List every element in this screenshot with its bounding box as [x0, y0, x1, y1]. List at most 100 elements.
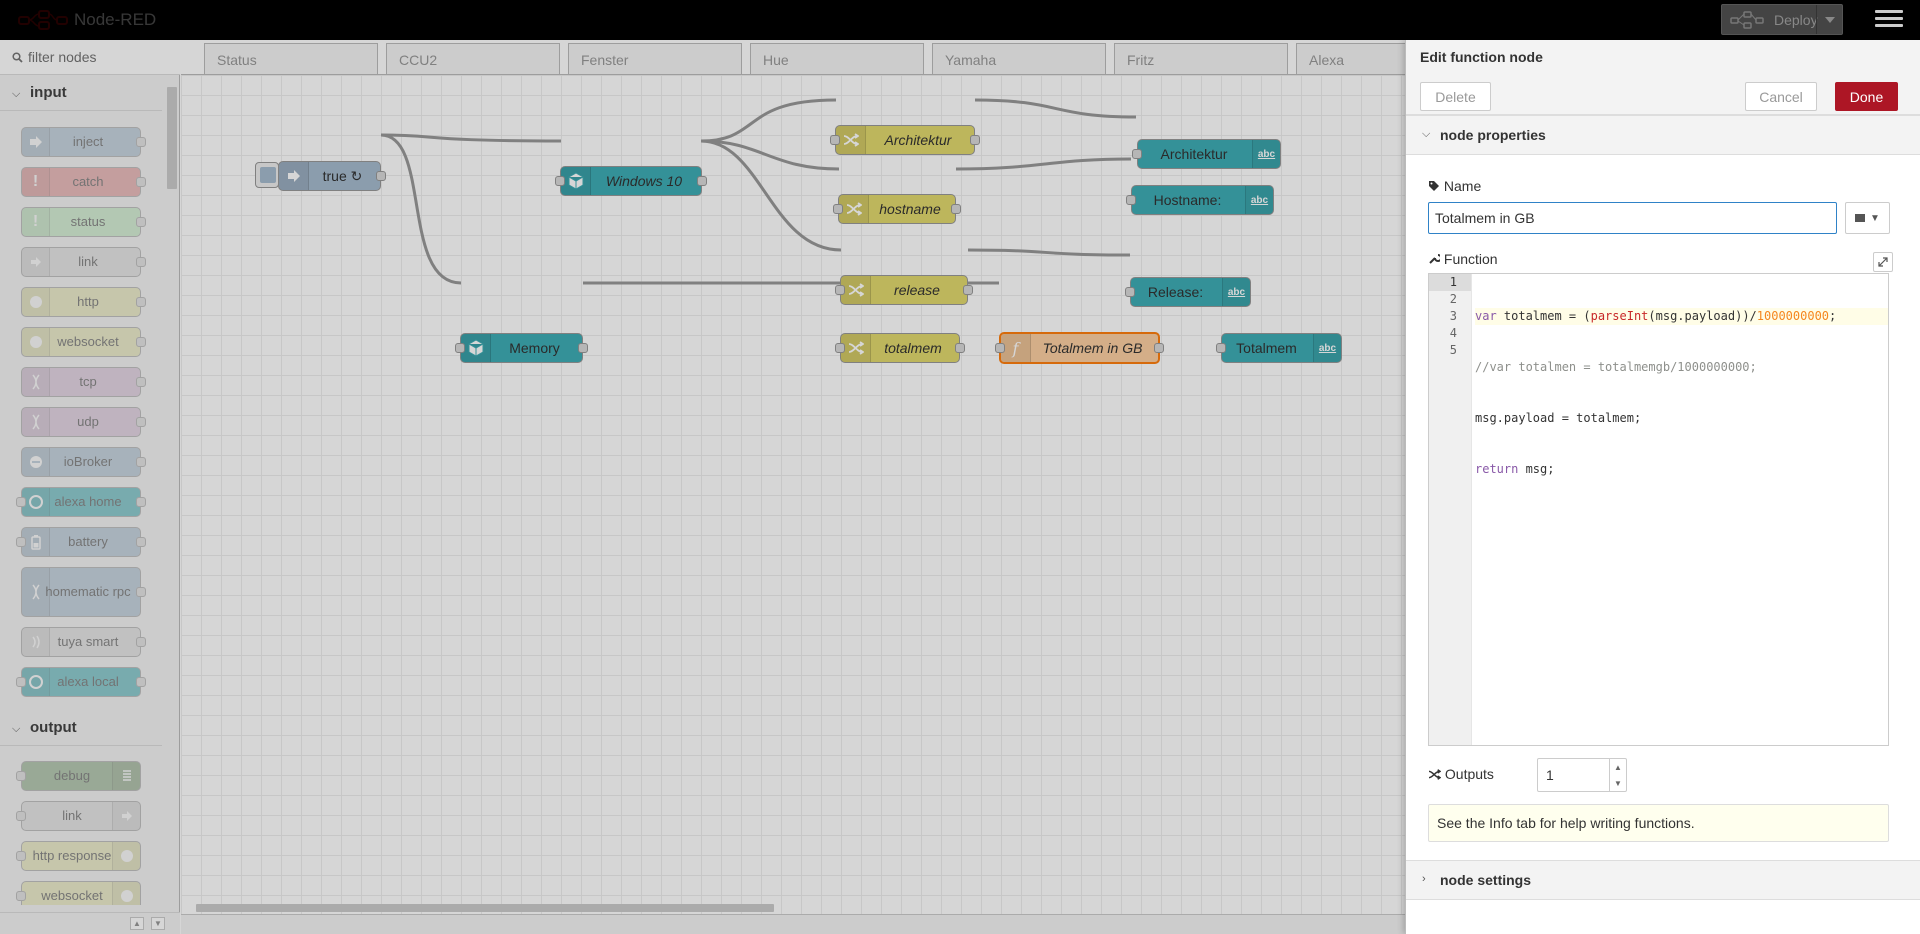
flow-node-ui-hostname[interactable]: Hostname: abc: [1126, 185, 1274, 215]
palette-node-catch[interactable]: ! catch: [21, 167, 146, 197]
tab-hue[interactable]: Hue: [750, 43, 924, 74]
palette-node-udp[interactable]: udp: [21, 407, 146, 437]
icon-picker-button[interactable]: ▼: [1845, 202, 1890, 234]
name-input[interactable]: [1428, 202, 1837, 234]
deploy-dropdown-button[interactable]: [1816, 5, 1842, 34]
input-port[interactable]: [1125, 287, 1135, 297]
input-port[interactable]: [1216, 343, 1226, 353]
flow-node-ui-totalmem[interactable]: Totalmem abc: [1216, 333, 1342, 363]
palette-node-http[interactable]: http: [21, 287, 146, 317]
output-port[interactable]: [951, 204, 961, 214]
output-port[interactable]: [1154, 343, 1164, 353]
input-port[interactable]: [995, 343, 1005, 353]
palette-node-http-response[interactable]: http response: [16, 841, 141, 871]
input-port[interactable]: [1132, 149, 1142, 159]
flow-node-ui-release[interactable]: Release: abc: [1125, 277, 1251, 307]
flow-node-release[interactable]: release: [835, 275, 973, 305]
output-port[interactable]: [136, 497, 146, 507]
input-port[interactable]: [455, 343, 465, 353]
output-port[interactable]: [136, 257, 146, 267]
input-port[interactable]: [16, 677, 26, 687]
input-port[interactable]: [1126, 195, 1136, 205]
output-port[interactable]: [136, 377, 146, 387]
spinner-up-icon[interactable]: ▲: [1614, 762, 1622, 772]
tab-yamaha[interactable]: Yamaha: [932, 43, 1106, 74]
flow-node-inject-true[interactable]: true ↻: [278, 161, 386, 191]
deploy-button[interactable]: Deploy: [1721, 4, 1843, 35]
output-port[interactable]: [136, 177, 146, 187]
scrollbar-thumb[interactable]: [196, 904, 774, 912]
palette-node-websocket-out[interactable]: websocket: [16, 881, 141, 905]
code-text[interactable]: var totalmem = (parseInt(msg.payload))/1…: [1475, 274, 1888, 563]
done-button[interactable]: Done: [1835, 82, 1898, 111]
canvas-horizontal-scrollbar[interactable]: [181, 902, 1405, 914]
input-port[interactable]: [16, 851, 26, 861]
main-menu-button[interactable]: [1875, 10, 1903, 30]
tab-fenster[interactable]: Fenster: [568, 43, 742, 74]
tab-alexa[interactable]: Alexa: [1296, 43, 1405, 74]
category-output[interactable]: ⌵ output: [0, 710, 162, 746]
filter-nodes-input[interactable]: [26, 46, 166, 68]
palette-node-link-out[interactable]: link: [16, 801, 141, 831]
input-port[interactable]: [833, 204, 843, 214]
palette-node-iobroker[interactable]: ioBroker: [21, 447, 146, 477]
output-port[interactable]: [136, 537, 146, 547]
tab-fritz[interactable]: Fritz: [1114, 43, 1288, 74]
cancel-button[interactable]: Cancel: [1745, 82, 1817, 111]
palette-scrollbar[interactable]: [166, 77, 178, 905]
input-port[interactable]: [16, 497, 26, 507]
palette-node-websocket[interactable]: websocket: [21, 327, 146, 357]
scrollbar-thumb[interactable]: [167, 87, 177, 189]
section-node-settings[interactable]: › node settings: [1406, 860, 1920, 900]
input-port[interactable]: [16, 537, 26, 547]
output-port[interactable]: [697, 176, 707, 186]
output-port[interactable]: [963, 285, 973, 295]
palette-node-tuya-smart[interactable]: tuya smart: [21, 627, 146, 657]
flow-node-architektur[interactable]: Architektur: [830, 125, 980, 155]
expand-all-button[interactable]: ▼: [151, 917, 165, 930]
tab-status[interactable]: Status: [204, 43, 378, 74]
expand-editor-button[interactable]: [1873, 252, 1893, 272]
collapse-all-button[interactable]: ▲: [130, 917, 144, 930]
flow-canvas[interactable]: true ↻ Windows 10 Architektur hostname r…: [181, 75, 1405, 920]
input-port[interactable]: [830, 135, 840, 145]
output-port[interactable]: [136, 457, 146, 467]
palette-node-debug[interactable]: debug: [16, 761, 141, 791]
outputs-spinner[interactable]: ▲ ▼: [1609, 759, 1626, 791]
output-port[interactable]: [955, 343, 965, 353]
input-port[interactable]: [835, 285, 845, 295]
category-input[interactable]: ⌵ input: [0, 75, 162, 111]
output-port[interactable]: [970, 135, 980, 145]
palette-node-tcp[interactable]: tcp: [21, 367, 146, 397]
output-port[interactable]: [136, 137, 146, 147]
flow-node-totalmem[interactable]: totalmem: [835, 333, 965, 363]
inject-trigger-button[interactable]: [255, 162, 279, 188]
output-port[interactable]: [136, 637, 146, 647]
flow-node-windows-10[interactable]: Windows 10: [555, 166, 707, 196]
tab-ccu2[interactable]: CCU2: [386, 43, 560, 74]
palette-node-link[interactable]: link: [21, 247, 146, 277]
output-port[interactable]: [376, 171, 386, 181]
output-port[interactable]: [136, 587, 146, 597]
section-node-properties[interactable]: ⌵ node properties: [1406, 115, 1920, 155]
function-code-editor[interactable]: 1 2 3 4 5 var totalmem = (parseInt(msg.p…: [1428, 273, 1889, 746]
input-port[interactable]: [16, 811, 26, 821]
delete-button[interactable]: Delete: [1420, 82, 1491, 111]
palette-node-battery[interactable]: battery: [16, 527, 146, 557]
input-port[interactable]: [835, 343, 845, 353]
palette-node-alexa-local[interactable]: alexa local: [16, 667, 146, 697]
output-port[interactable]: [136, 217, 146, 227]
palette-node-status[interactable]: ! status: [21, 207, 146, 237]
output-port[interactable]: [136, 297, 146, 307]
spinner-down-icon[interactable]: ▼: [1614, 778, 1622, 788]
output-port[interactable]: [578, 343, 588, 353]
flow-node-hostname[interactable]: hostname: [833, 194, 961, 224]
output-port[interactable]: [136, 417, 146, 427]
output-port[interactable]: [136, 677, 146, 687]
flow-node-ui-architektur[interactable]: Architektur abc: [1132, 139, 1281, 169]
outputs-input[interactable]: [1537, 758, 1627, 792]
palette-node-alexa-home[interactable]: alexa home: [16, 487, 146, 517]
input-port[interactable]: [16, 771, 26, 781]
flow-node-totalmem-in-gb[interactable]: f Totalmem in GB: [995, 332, 1164, 364]
flow-node-memory[interactable]: Memory: [455, 333, 588, 363]
